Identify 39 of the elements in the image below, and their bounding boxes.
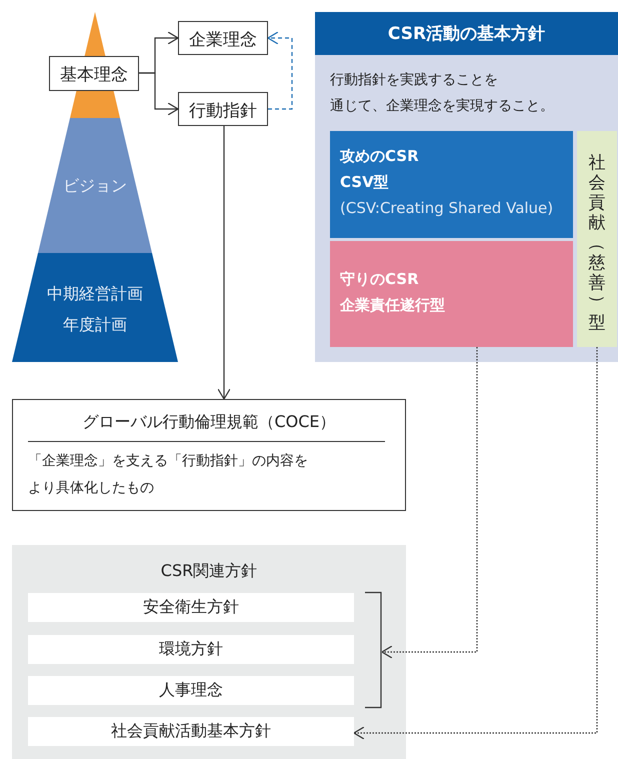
label: (CSV:Creating Shared Value) (340, 199, 554, 217)
label: 守りのCSR (340, 270, 419, 289)
box-heading: グローバル行動倫理規範（COCE） (81, 412, 337, 433)
label: 行動指針 (188, 100, 258, 122)
panel-heading: CSR活動の基本方針 (386, 23, 546, 45)
label: 環境方針 (158, 639, 224, 660)
label: 中期経営計画 (46, 284, 144, 305)
label: 攻めのCSR (340, 147, 419, 166)
label: 人事理念 (158, 680, 224, 701)
arrow (353, 347, 598, 740)
term-box (178, 21, 268, 55)
label: CSV型 (340, 173, 389, 192)
policy-panel (315, 12, 618, 362)
description-text: 「企業理念」を支える「行動指針」の内容をより具体化したもの (28, 452, 308, 498)
arrow (139, 72, 179, 116)
code-box (12, 399, 406, 511)
label: 企業理念 (188, 29, 258, 51)
arrow (381, 347, 478, 659)
description-text: 行動指針を実践することを通じて、企業理念を実現すること。 (330, 71, 554, 116)
panel-heading: CSR関連方針 (160, 561, 258, 582)
label: 安全衛生方針 (142, 597, 240, 618)
label: 社会貢献（慈善）型 (586, 153, 608, 333)
policy-box (28, 717, 354, 746)
label: 企業責任遂行型 (340, 296, 445, 315)
term-box (49, 56, 139, 91)
pyramid-band (12, 253, 178, 362)
label: ビジョン (62, 176, 128, 197)
policy-group-panel (12, 545, 406, 759)
pyramid-band (38, 118, 152, 253)
arrow (267, 31, 293, 110)
label: 年度計画 (62, 315, 128, 336)
label: 基本理念 (59, 64, 129, 86)
label: 社会貢献活動基本方針 (110, 721, 272, 742)
csr-type-box (330, 241, 573, 347)
term-box (178, 92, 268, 126)
csr-type-box (577, 131, 617, 347)
bracket (365, 592, 382, 708)
arrow (217, 126, 231, 400)
csr-type-box (330, 131, 573, 238)
